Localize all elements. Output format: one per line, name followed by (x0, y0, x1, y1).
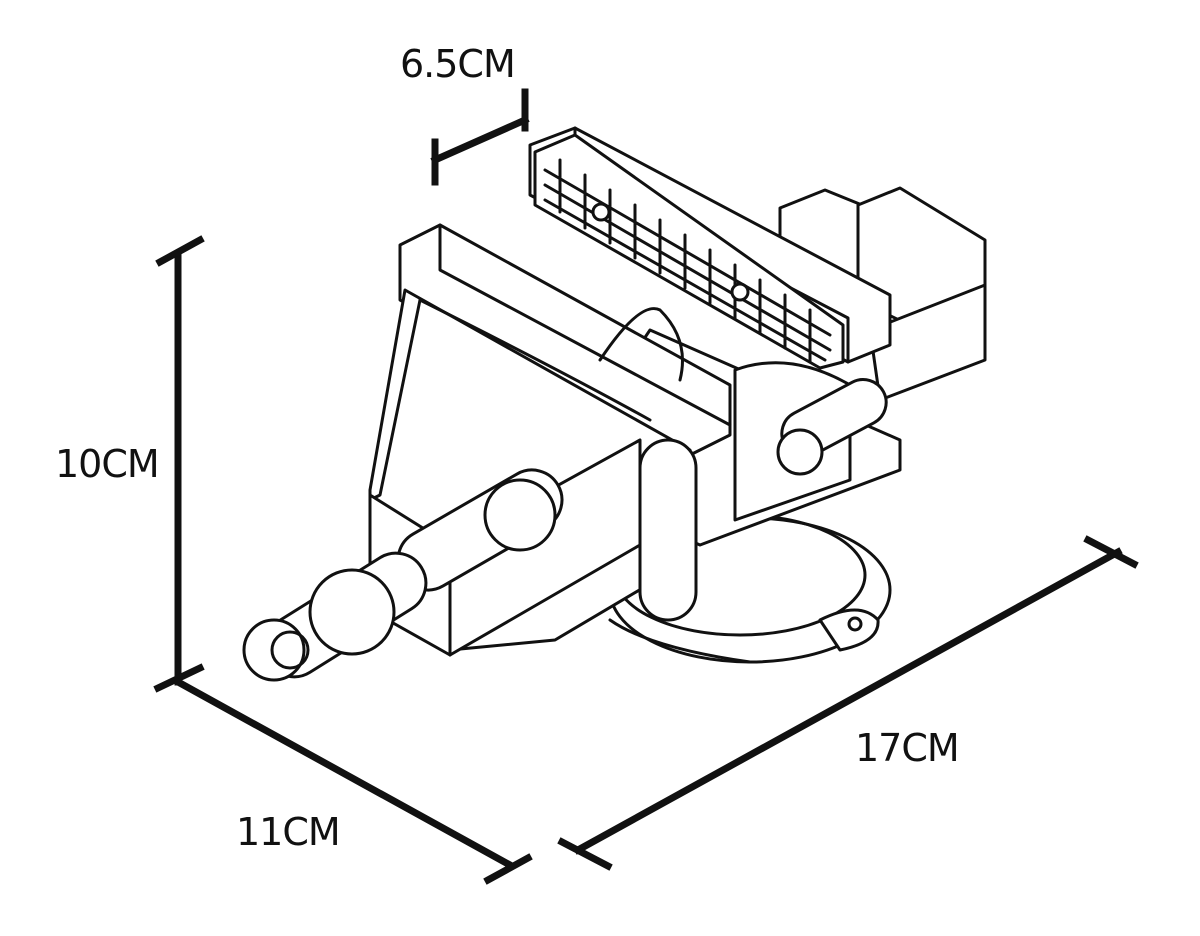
jaw-screw-icon (591, 202, 611, 222)
depth-label: 11CM (236, 810, 341, 854)
handle-knob-icon (483, 478, 557, 552)
mount-hole-icon (847, 616, 863, 632)
screw-sleeve (638, 438, 698, 622)
handle-ball-icon (242, 618, 306, 682)
jaw-width-label: 6.5CM (400, 42, 516, 86)
screw-boss-icon (308, 568, 396, 656)
dimension-length-line (557, 535, 1139, 871)
pivot-post (733, 361, 888, 522)
height-label: 10CM (55, 442, 160, 486)
length-label: 17CM (855, 726, 960, 770)
lock-handle-end-icon (776, 428, 824, 476)
fixed-jaw (528, 126, 892, 370)
dimension-jaw-width-line (430, 88, 530, 186)
dimension-depth-line (173, 677, 533, 885)
jaw-screw-icon (730, 282, 750, 302)
screw-handle (242, 438, 698, 682)
dimension-height-line (153, 235, 205, 693)
